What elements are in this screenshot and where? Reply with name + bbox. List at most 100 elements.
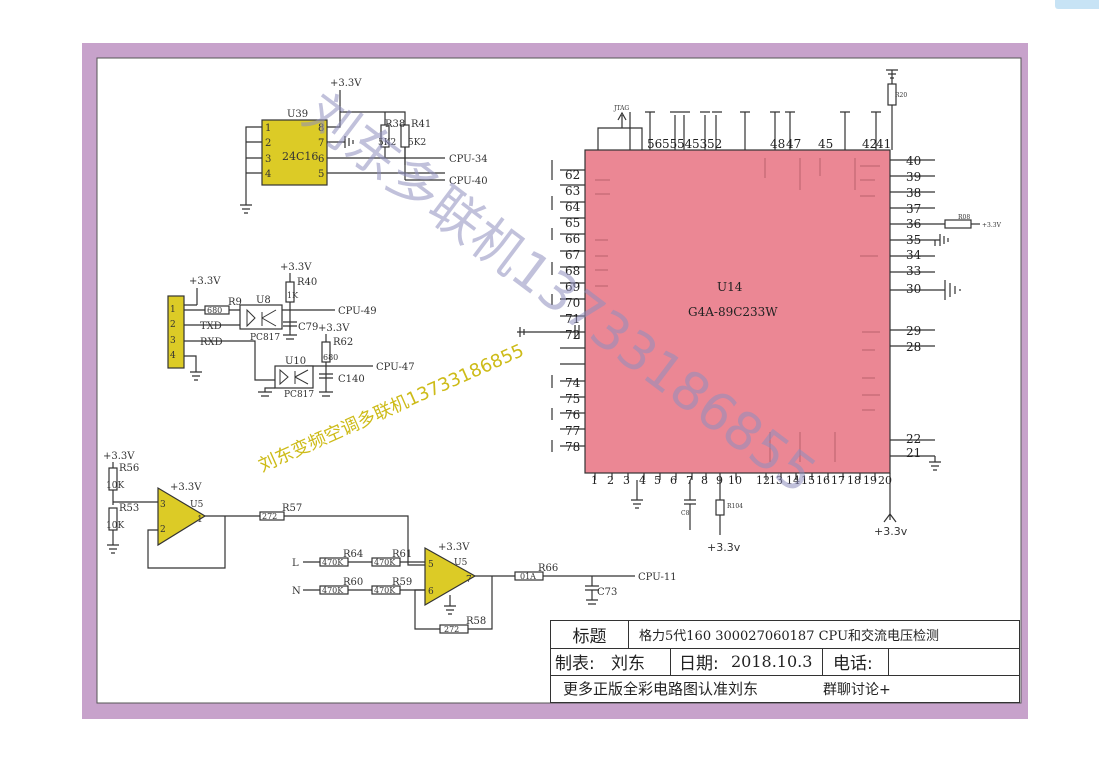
mcu-chip bbox=[584, 149, 891, 474]
mcu-pin-left-65: 65 bbox=[565, 216, 580, 230]
mcu-pin-bottom-3: 3 bbox=[623, 474, 630, 487]
mcu-pin-left-72: 72 bbox=[565, 328, 580, 342]
comm-r62-supply: +3.3V bbox=[318, 323, 350, 334]
mcu-r-top: R20 bbox=[895, 92, 907, 99]
mcu-pin-right-37: 37 bbox=[906, 202, 921, 216]
mcu-vcc-bottom-a: +3.3v bbox=[707, 541, 741, 554]
analog-r58-val: 272 bbox=[444, 625, 459, 634]
mcu-pin-top-53: 53 bbox=[692, 137, 707, 151]
comm-c79: C79 bbox=[298, 322, 318, 333]
mcu-vcc-bottom-b: +3.3v bbox=[874, 525, 908, 538]
comm-u10-part: PC817 bbox=[284, 390, 314, 400]
analog-u5a-supply: +3.3V bbox=[170, 482, 202, 493]
mcu-pin-top-54: 54 bbox=[677, 137, 693, 151]
analog-block: +3.3V R56 10K R53 10K +3.3V U5 3 2 1 R57… bbox=[103, 451, 677, 634]
analog-r56-val: 10K bbox=[106, 481, 124, 491]
analog-r66-val: 01A bbox=[520, 572, 536, 581]
mcu-pin-left-77: 77 bbox=[565, 424, 580, 438]
mcu-pin-right-36: 36 bbox=[906, 217, 921, 231]
window-tab-chip[interactable] bbox=[1055, 0, 1099, 9]
comm-connector bbox=[167, 295, 185, 369]
mcu-pin-bottom-4: 4 bbox=[639, 474, 646, 487]
mcu-pin-right-39: 39 bbox=[906, 170, 921, 184]
author-value: 刘东 bbox=[611, 648, 671, 675]
analog-r56: R56 bbox=[119, 463, 139, 474]
comm-r9-val: 680 bbox=[207, 306, 222, 315]
analog-pin5: 5 bbox=[428, 560, 434, 570]
analog-r53-val: 10K bbox=[106, 521, 124, 531]
analog-r53: R53 bbox=[119, 503, 139, 514]
mcu-pin-bottom-10: 10 bbox=[728, 474, 742, 487]
mcu-pin-top-47: 47 bbox=[786, 137, 801, 151]
eeprom-block: U39 24C16 1 2 3 4 8 7 6 5 +3.3V R38 5K2 … bbox=[240, 78, 488, 214]
comm-r62: R62 bbox=[333, 337, 353, 348]
mcu-pin-bottom-15: 15 bbox=[801, 474, 815, 487]
analog-r57-val: 272 bbox=[262, 512, 277, 521]
date-label: 日期: bbox=[679, 654, 719, 674]
phone-label: 电话: bbox=[833, 648, 889, 675]
mcu-pin-bottom-5: 5 bbox=[654, 474, 661, 487]
analog-r59: R59 bbox=[392, 577, 412, 588]
analog-u5a: U5 bbox=[190, 500, 204, 510]
mcu-pin-bottom-20: 20 bbox=[878, 474, 892, 487]
mcu-r-right-supply: +3.3V bbox=[982, 222, 1002, 229]
analog-r61: R61 bbox=[392, 549, 412, 560]
mcu-pin-right-30: 30 bbox=[906, 282, 921, 296]
mcu-pin-right-29: 29 bbox=[906, 324, 921, 338]
conn-pin4: 4 bbox=[170, 351, 176, 361]
eeprom-pin3: 3 bbox=[265, 154, 271, 165]
mcu-pin-right-35: 35 bbox=[906, 233, 921, 247]
mcu-pin-left-68: 68 bbox=[565, 264, 580, 278]
mcu-pin-left-67: 67 bbox=[565, 248, 580, 262]
comm-c140: C140 bbox=[338, 374, 365, 385]
title-value: 格力5代160 300027060187 CPU和交流电压检测 bbox=[639, 629, 940, 644]
mcu-pin-right-21: 21 bbox=[906, 446, 921, 460]
comm-u8-part: PC817 bbox=[250, 333, 280, 343]
mcu-pin-top-52: 52 bbox=[707, 137, 722, 151]
mcu-block: R20 JTAG R08 +3.3V C8 R104 +3.3v +3.3v U… bbox=[517, 69, 1002, 554]
comm-r40-supply: +3.3V bbox=[280, 262, 312, 273]
analog-r64: R64 bbox=[343, 549, 363, 560]
net-cpu-40: CPU-40 bbox=[449, 176, 488, 187]
analog-pin3: 3 bbox=[160, 500, 166, 510]
eeprom-pin4: 4 bbox=[265, 169, 271, 180]
analog-r64-val: 470K bbox=[322, 558, 344, 567]
mcu-pin-bottom-16: 16 bbox=[816, 474, 830, 487]
footer-right: 群聊讨论+ bbox=[823, 681, 891, 698]
analog-r66: R66 bbox=[538, 563, 558, 574]
eeprom-pin5: 5 bbox=[318, 169, 324, 180]
comm-supply: +3.3V bbox=[189, 276, 221, 287]
analog-r59-val: 470K bbox=[374, 586, 396, 595]
footer-left: 更多正版全彩电路图认准刘东 bbox=[563, 680, 759, 698]
eeprom-r38: R38 bbox=[385, 119, 405, 130]
mcu-pin-left-64: 64 bbox=[565, 200, 581, 214]
mcu-ref: U14 bbox=[717, 280, 743, 294]
author-label: 制表: bbox=[555, 654, 595, 674]
mcu-pin-bottom-2: 2 bbox=[607, 474, 614, 487]
analog-r58: R58 bbox=[466, 616, 486, 627]
eeprom-pin6: 6 bbox=[318, 154, 324, 165]
mcu-pin-left-69: 69 bbox=[565, 280, 580, 294]
mcu-pin-bottom-19: 19 bbox=[863, 474, 877, 487]
comm-r40-val: 1K bbox=[287, 291, 299, 300]
mcu-part: G4A-89C233W bbox=[688, 305, 778, 319]
analog-pin7: 7 bbox=[466, 575, 472, 585]
eeprom-chip bbox=[261, 119, 328, 186]
mcu-pin-left-66: 66 bbox=[565, 232, 580, 246]
analog-supply-1: +3.3V bbox=[103, 451, 135, 462]
mcu-pin-bottom-18: 18 bbox=[847, 474, 861, 487]
mcu-pin-right-40: 40 bbox=[906, 154, 921, 168]
mcu-pin-bottom-9: 9 bbox=[716, 474, 723, 487]
analog-pin6: 6 bbox=[428, 587, 434, 597]
eeprom-ref: U39 bbox=[287, 109, 308, 120]
net-cpu-49: CPU-49 bbox=[338, 306, 377, 317]
mcu-pin-bottom-12: 12 bbox=[756, 474, 770, 487]
comm-txd: TXD bbox=[200, 321, 222, 332]
analog-u5b-supply: +3.3V bbox=[438, 542, 470, 553]
mcu-pin-bottom-8: 8 bbox=[701, 474, 708, 487]
mcu-pin-right-34: 34 bbox=[906, 248, 922, 262]
analog-n: N bbox=[292, 586, 301, 597]
comm-r9: R9 bbox=[228, 297, 242, 308]
